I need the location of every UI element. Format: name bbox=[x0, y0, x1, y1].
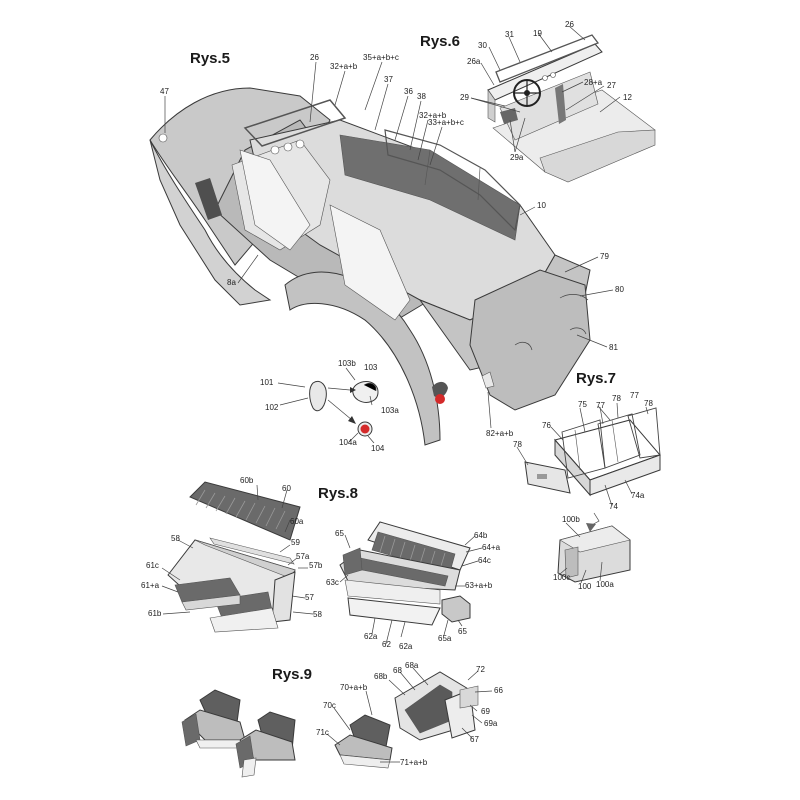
part-label: 8a bbox=[227, 278, 236, 287]
part-label: 38 bbox=[417, 92, 426, 101]
part-label: 69 bbox=[481, 707, 490, 716]
part-label: 61b bbox=[148, 609, 162, 618]
part-label: 47 bbox=[160, 87, 169, 96]
part-label: 58 bbox=[313, 610, 322, 619]
part-label: 74 bbox=[609, 502, 618, 511]
part-label: 77 bbox=[596, 401, 605, 410]
part-label: 60a bbox=[290, 517, 304, 526]
part-label: 64c bbox=[478, 556, 491, 565]
part-label: 62a bbox=[399, 642, 413, 651]
part-label: 63c bbox=[326, 578, 339, 587]
part-label: 26a bbox=[467, 57, 481, 66]
rys7-title: Rys.7 bbox=[576, 370, 616, 387]
part-label: 72 bbox=[476, 665, 485, 674]
rys7-rear-box bbox=[524, 407, 661, 583]
part-label: 63+a+b bbox=[465, 581, 493, 590]
rys9-title: Rys.9 bbox=[272, 666, 312, 683]
part-label: 70+a+b bbox=[340, 683, 368, 692]
rys6-dashboard bbox=[487, 34, 656, 183]
part-label: 100b bbox=[562, 515, 580, 524]
part-label: 32+a+b bbox=[419, 111, 447, 120]
part-label: 28+a bbox=[584, 78, 603, 87]
part-label: 62 bbox=[382, 640, 391, 649]
part-label: 82+a+b bbox=[486, 429, 514, 438]
part-label: 101 bbox=[260, 378, 274, 387]
part-label: 103a bbox=[381, 406, 399, 415]
part-label: 80 bbox=[615, 285, 624, 294]
rys9-front-seats bbox=[181, 671, 479, 778]
part-label: 76 bbox=[542, 421, 551, 430]
part-label: 104 bbox=[371, 444, 385, 453]
part-label: 26 bbox=[310, 53, 319, 62]
part-label: 64b bbox=[474, 531, 488, 540]
part-label: 65a bbox=[438, 634, 452, 643]
part-label: 65 bbox=[335, 529, 344, 538]
part-label: 10 bbox=[537, 201, 546, 210]
part-label: 68 bbox=[393, 666, 402, 675]
leader-lines bbox=[161, 25, 649, 763]
part-label: 29a bbox=[510, 153, 524, 162]
rys5-title: Rys.5 bbox=[190, 50, 230, 67]
rys8-title: Rys.8 bbox=[318, 485, 358, 502]
part-label: 75 bbox=[578, 400, 587, 409]
part-label: 32+a+b bbox=[330, 62, 358, 71]
part-label: 65 bbox=[458, 627, 467, 636]
part-label: 67 bbox=[470, 735, 479, 744]
part-label: 29 bbox=[460, 93, 469, 102]
part-label: 71c bbox=[316, 728, 329, 737]
part-label: 69a bbox=[484, 719, 498, 728]
part-label: 19 bbox=[533, 29, 542, 38]
part-label: 103b bbox=[338, 359, 356, 368]
part-label: 100c bbox=[553, 573, 570, 582]
part-label: 31 bbox=[505, 30, 514, 39]
part-label: 60 bbox=[282, 484, 291, 493]
part-label: 57a bbox=[296, 552, 310, 561]
part-label: 74a bbox=[631, 491, 645, 500]
part-label: 78 bbox=[612, 394, 621, 403]
part-label: 62a bbox=[364, 632, 378, 641]
part-label: 104a bbox=[339, 438, 357, 447]
rys8-seats bbox=[167, 481, 471, 633]
part-label: 30 bbox=[478, 41, 487, 50]
part-label: 58 bbox=[171, 534, 180, 543]
part-label: 12 bbox=[623, 93, 632, 102]
part-label: 57b bbox=[309, 561, 323, 570]
part-label: 37 bbox=[384, 75, 393, 84]
part-label: 68a bbox=[405, 661, 419, 670]
rys5-lamp-parts bbox=[309, 380, 379, 437]
part-label: 61+a bbox=[141, 581, 160, 590]
part-label: 71+a+b bbox=[400, 758, 428, 767]
part-label: 57 bbox=[305, 593, 314, 602]
part-label: 68b bbox=[374, 672, 388, 681]
part-label: 102 bbox=[265, 403, 279, 412]
part-label: 79 bbox=[600, 252, 609, 261]
part-label: 36 bbox=[404, 87, 413, 96]
part-label: 26 bbox=[565, 20, 574, 29]
part-label: 70c bbox=[323, 701, 336, 710]
rys5-car-body bbox=[149, 87, 591, 446]
part-label: 103 bbox=[364, 363, 378, 372]
part-label: 66 bbox=[494, 686, 503, 695]
part-label: 59 bbox=[291, 538, 300, 547]
part-label: 78 bbox=[513, 440, 522, 449]
rys6-title: Rys.6 bbox=[420, 33, 460, 50]
part-label: 100 bbox=[578, 582, 592, 591]
part-label: 60b bbox=[240, 476, 254, 485]
part-label: 35+a+b+c bbox=[363, 53, 399, 62]
part-label: 61c bbox=[146, 561, 159, 570]
part-label: 33+a+b+c bbox=[428, 118, 464, 127]
rear-lamp-lens-icon bbox=[435, 394, 445, 404]
part-label: 100a bbox=[596, 580, 614, 589]
part-label: 78 bbox=[644, 399, 653, 408]
part-label: 81 bbox=[609, 343, 618, 352]
part-label: 77 bbox=[630, 391, 639, 400]
part-label: 27 bbox=[607, 81, 616, 90]
part-label: 64+a bbox=[482, 543, 501, 552]
